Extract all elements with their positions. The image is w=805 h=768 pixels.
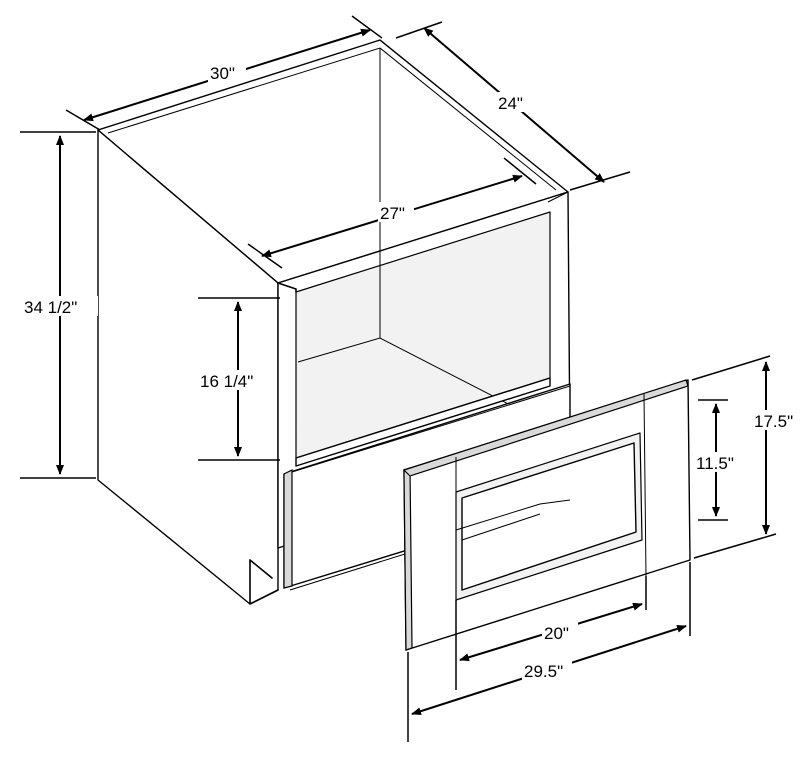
dimension-labels: 30" 24" 27" 34 1/2" 16 1/4" 17.5" 11.5" … <box>22 62 802 681</box>
cabinet-width-label: 30" <box>210 64 235 83</box>
door-width-label: 29.5" <box>524 662 563 681</box>
drawer-door <box>402 379 691 651</box>
door-height-label: 17.5" <box>754 412 793 431</box>
opening-width-label: 27" <box>380 204 405 223</box>
cabinet-depth-label: 24" <box>498 94 523 113</box>
door-inner-height-label: 11.5" <box>696 454 734 473</box>
cabinet-height-label: 34 1/2" <box>24 298 77 317</box>
opening-height-label: 16 1/4" <box>200 372 253 391</box>
door-inner-width-label: 20" <box>544 624 569 643</box>
